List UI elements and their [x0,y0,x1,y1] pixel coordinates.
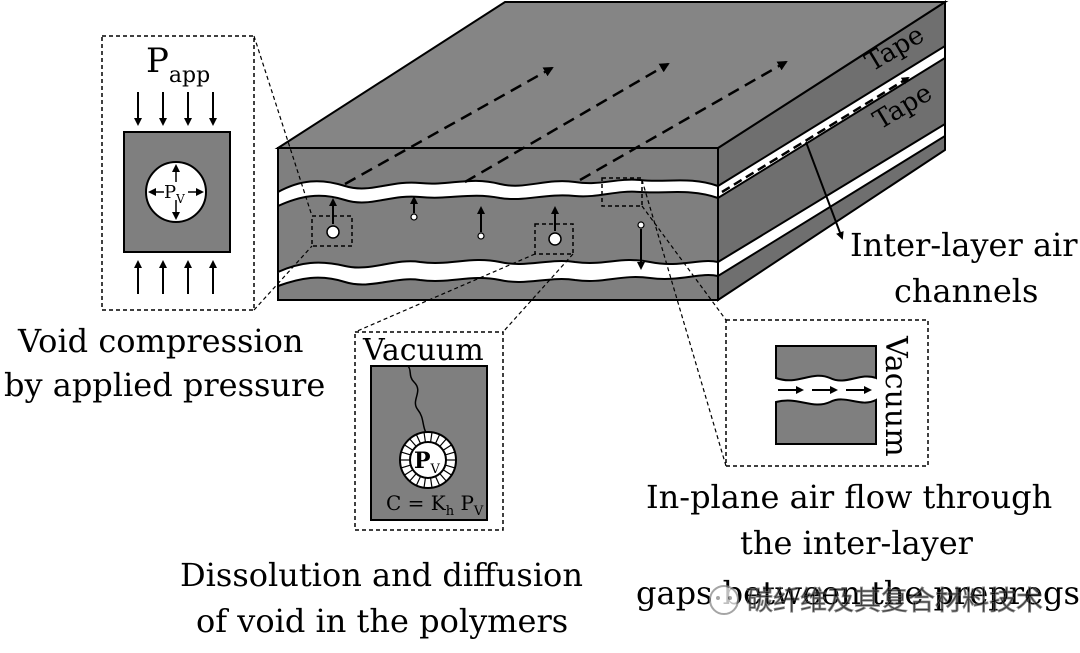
inset-dissolution: Vacuum PV C = Kh PV [354,331,504,531]
wechat-icon [709,585,739,615]
caption-interlayer-1: Inter-layer air [850,226,1078,264]
watermark: 碳纤维及其复合材料技术 [709,585,1043,617]
middle-layer-voids [326,196,645,270]
hatch-mark [429,432,433,443]
pv-label-inset-middle: PV [414,448,441,477]
inplane-upper-ply [775,345,877,382]
leader-inplane-1 [641,205,727,321]
caption-inplane-1: In-plane air flow through [646,478,1052,516]
hatch-mark [439,438,447,447]
hatch-mark [409,473,417,482]
leader-dissolution-2 [502,253,574,333]
inset-void-compression: Papp PV [101,35,255,311]
hatch-mark [439,473,447,482]
inplane-lower-ply [775,398,877,445]
leader-dissolution-1 [354,253,536,333]
focus-box-dissolution [534,223,574,255]
vacuum-label-right: Vacuum [878,335,913,457]
top-flow-arrow-3 [579,60,788,182]
hatch-mark [429,477,433,488]
hatch-mark [415,476,422,486]
caption-inplane-3: gaps between the prepregs [636,574,1080,612]
hatch-mark [400,464,411,469]
inset-inplane-flow: Vacuum [725,319,929,467]
pv-label-inset-left: PV [164,182,185,206]
hatch-mark [434,476,441,486]
hatch-mark [415,434,422,444]
interlayer-pointer-arrow [805,141,844,240]
caption-interlayer-2: channels [894,272,1038,310]
void-pressure-arrows [148,164,204,220]
leader-compression-2 [253,245,313,311]
side-lower-channel [717,122,946,278]
hatch-mark [423,477,427,488]
dissolution-hatch [400,432,456,488]
p-app-label: Papp [146,41,210,88]
vacuum-label-middle: Vacuum [362,333,484,368]
caption-void-compression-1: Void compression [17,322,304,360]
diffusion-path [407,365,433,441]
hatch-mark [442,469,452,476]
caption-dissolution-1: Dissolution and diffusion [180,556,583,594]
hatch-mark [445,451,456,456]
top-flow-arrow-1 [344,66,554,186]
void-circle [145,161,207,223]
caption-void-compression-2: by applied pressure [4,366,325,404]
laminate-block [274,0,949,302]
applied-pressure-arrows-top [134,92,217,126]
hatch-mark [409,438,417,447]
hatch-mark [404,444,414,451]
hatch-mark [434,434,441,444]
top-flow-arrow-2 [464,62,670,184]
applied-pressure-arrows-bottom [134,260,217,294]
focus-box-inplane [601,177,643,207]
hatch-mark [445,464,456,469]
hatch-mark [400,451,411,456]
henry-equation: C = Kh PV [386,491,484,519]
caption-dissolution-2: of void in the polymers [196,602,568,640]
leader-compression-1 [253,35,313,217]
hatch-mark [423,432,427,443]
hatch-mark [404,469,414,476]
caption-inplane-2: the inter-layer [740,524,974,562]
leader-inplane-2 [641,179,727,467]
hatch-mark [442,444,452,451]
side-channel-flow-arrow [721,76,910,194]
watermark-text: 碳纤维及其复合材料技术 [746,586,1043,617]
